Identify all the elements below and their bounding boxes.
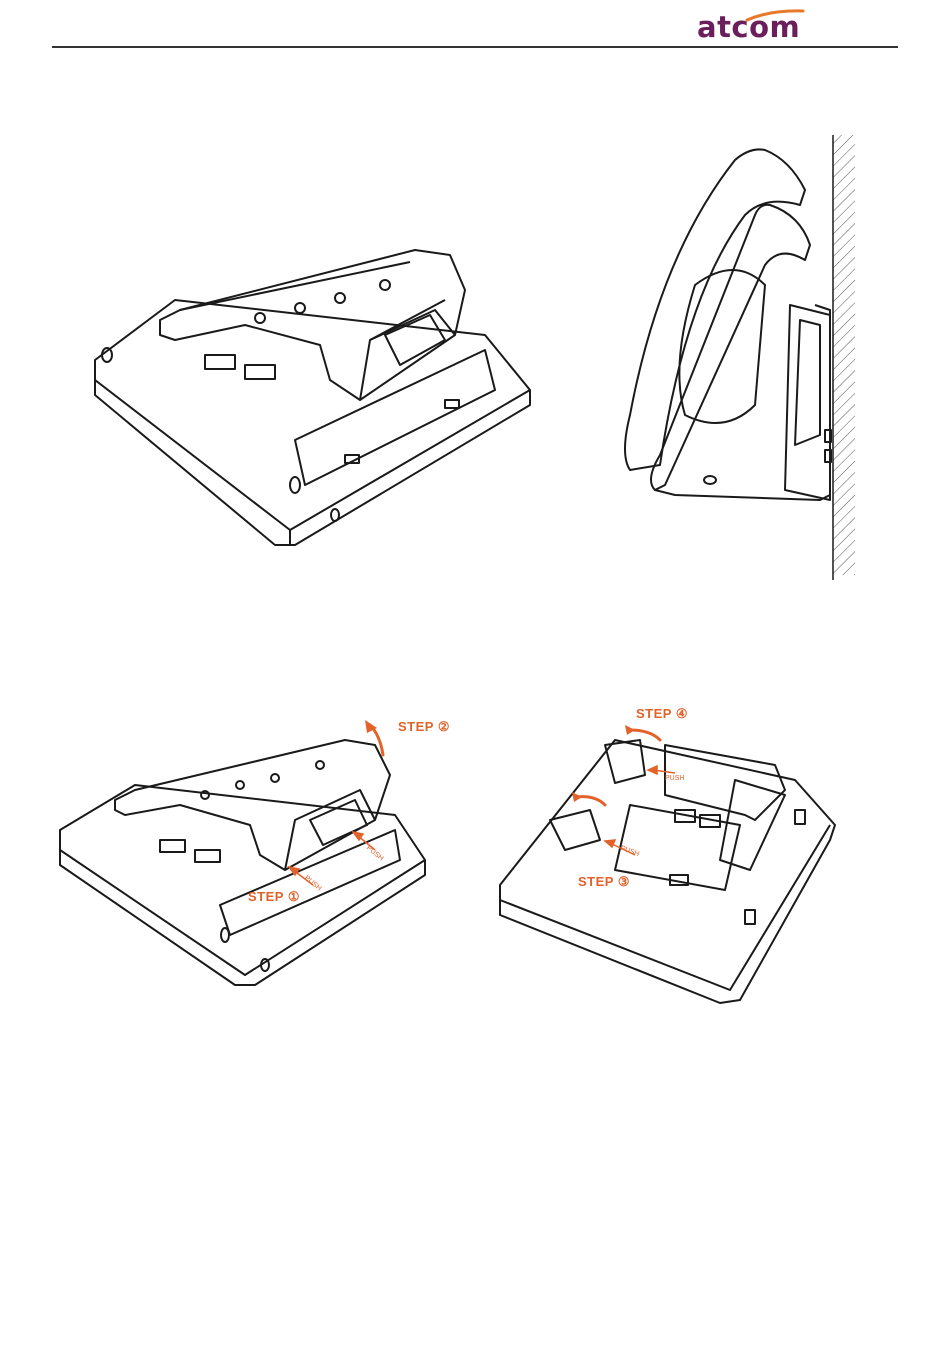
step-4-label: STEP ④	[636, 706, 688, 722]
wall-bracket-steps-illustration	[495, 725, 840, 1010]
step-3-label: STEP ③	[578, 874, 630, 890]
desk-stand-illustration	[85, 240, 535, 550]
logo-swoosh-icon	[745, 8, 805, 22]
header-rule	[52, 46, 898, 48]
step-1-label: STEP ①	[248, 889, 300, 905]
stand-removal-steps-illustration	[55, 730, 435, 1000]
push-label-3: PUSH	[665, 775, 684, 782]
wall-mount-illustration	[615, 135, 865, 585]
step-2-label: STEP ②	[398, 719, 450, 735]
